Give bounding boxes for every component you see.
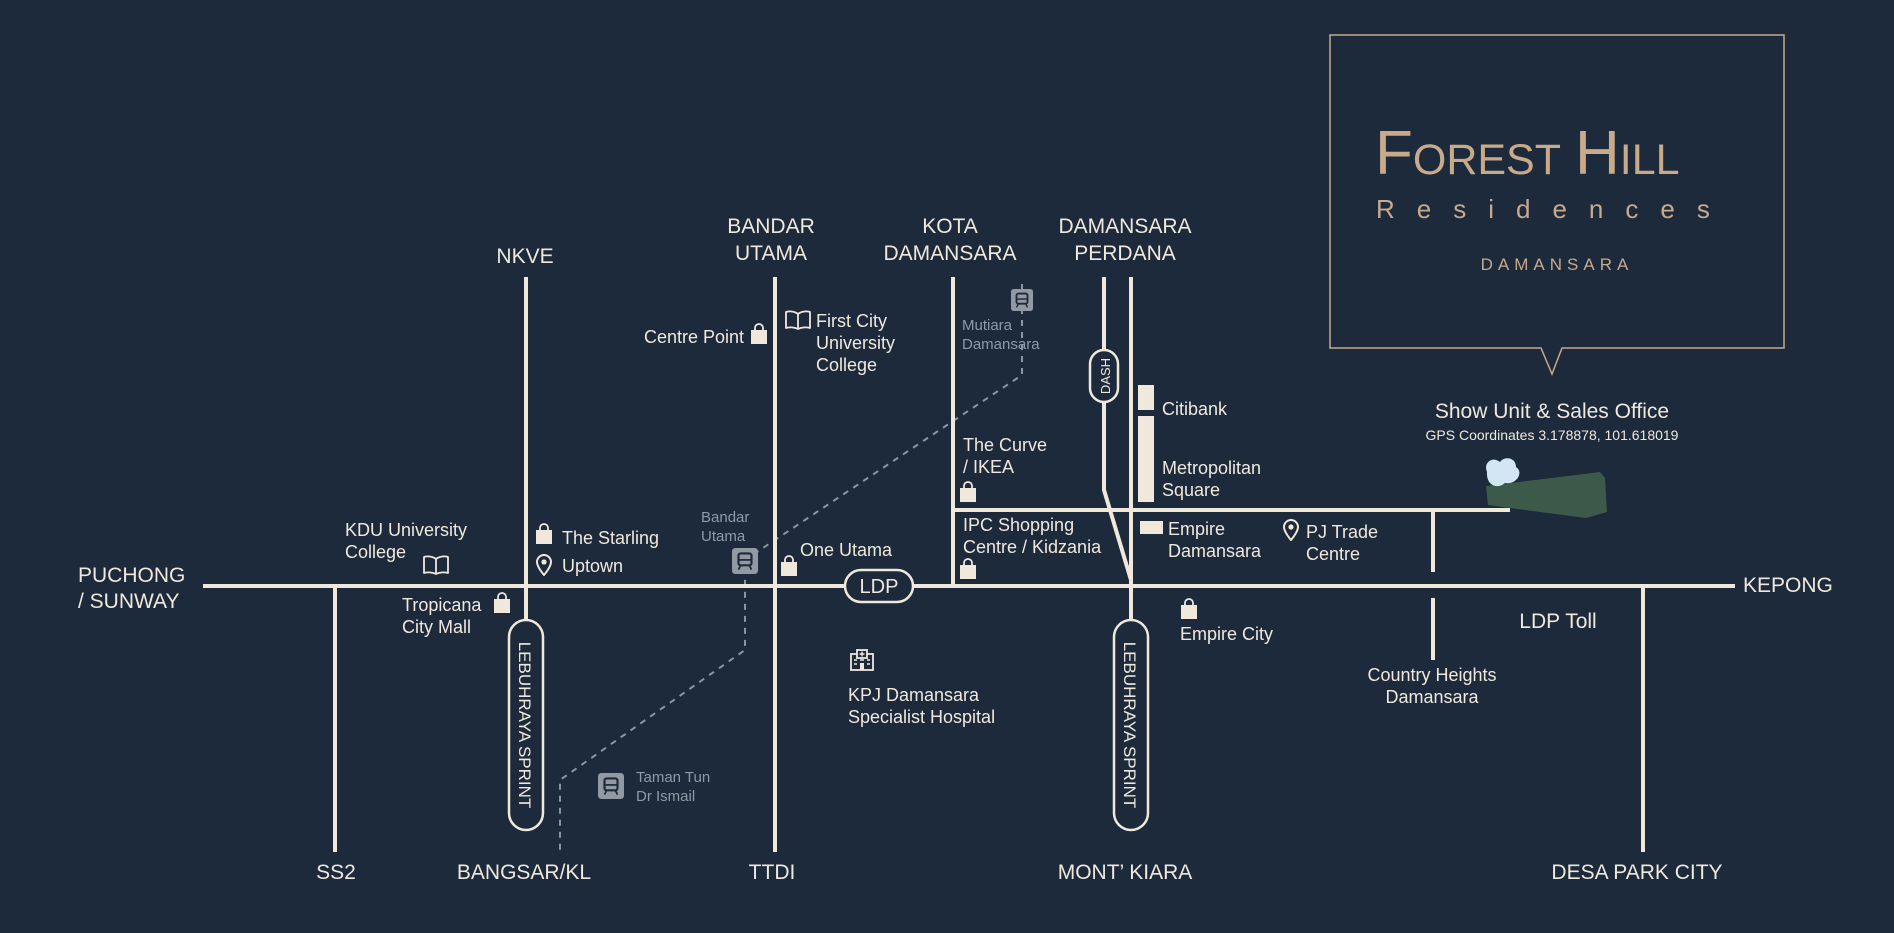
sprint-badge-west: LEBUHRAYA SPRINT — [507, 618, 545, 832]
bangsar-label: BANGSAR/KL — [457, 861, 591, 884]
tropicana-label-1: Tropicana — [402, 595, 482, 615]
ss2-label: SS2 — [316, 861, 356, 884]
metropolitan-label-1: Metropolitan — [1162, 458, 1261, 478]
first-city-label-1: First City — [816, 311, 887, 331]
ldp-toll-label: LDP Toll — [1519, 610, 1596, 633]
uptown-pin-icon — [536, 554, 552, 576]
citibank-label: Citibank — [1162, 399, 1228, 419]
empire-damansara-label-1: Empire — [1168, 519, 1225, 539]
sales-office-title: Show Unit & Sales Office — [1435, 400, 1669, 423]
taman-tun-train-icon — [598, 773, 624, 799]
mont-kiara-label: MONT’ KIARA — [1058, 861, 1193, 884]
kdu-book-icon — [423, 555, 449, 575]
country-heights-label-2: Damansara — [1385, 687, 1479, 707]
ldp-badge: LDP — [843, 568, 915, 604]
empire-damansara-block — [1140, 521, 1163, 534]
ipc-label-2: Centre / Kidzania — [963, 537, 1102, 557]
station-labels: Mutiara Damansara Bandar Utama Taman Tun… — [636, 317, 1040, 805]
puchong-label-1: PUCHONG — [78, 564, 185, 587]
taman-tun-label-2: Dr Ismail — [636, 788, 695, 805]
mutiara-train-icon — [1011, 289, 1033, 311]
first-city-label-2: University — [816, 333, 895, 353]
sales-office: Show Unit & Sales Office GPS Coordinates… — [1426, 400, 1679, 443]
kdu-label-2: College — [345, 542, 406, 562]
ttdi-label: TTDI — [749, 861, 796, 884]
place-labels: KDU University College The Starling Upto… — [345, 311, 1497, 727]
ipc-bag-icon — [959, 558, 977, 580]
bandar-utama-label-2: UTAMA — [735, 242, 807, 265]
kota-damansara-label-1: KOTA — [922, 215, 978, 238]
curve-label-1: The Curve — [963, 435, 1047, 455]
site-marker — [1486, 458, 1607, 518]
kota-damansara-label-2: DAMANSARA — [883, 242, 1016, 265]
first-city-book-icon — [785, 310, 811, 330]
brand-logo: Forest Hill Residences DAMANSARA — [1329, 34, 1785, 377]
damansara-perdana-label-2: PERDANA — [1074, 242, 1176, 265]
map-icons — [423, 289, 1299, 799]
site-lake — [1486, 458, 1520, 487]
dash-badge-shape — [1088, 348, 1120, 404]
uptown-label: Uptown — [562, 556, 623, 576]
brand-name-forest: Forest — [1375, 119, 1561, 188]
tropicana-label-2: City Mall — [402, 617, 471, 637]
ipc-label-1: IPC Shopping — [963, 515, 1074, 535]
road-network — [203, 277, 1735, 852]
pj-trade-pin-icon — [1283, 519, 1299, 541]
pj-trade-label-2: Centre — [1306, 544, 1360, 564]
logo-box — [1329, 34, 1785, 377]
metropolitan-block — [1138, 416, 1154, 502]
dash-badge: DASH — [1088, 348, 1120, 404]
kpj-hospital-icon — [850, 649, 874, 671]
kpj-label-2: Specialist Hospital — [848, 707, 995, 727]
nkve-label: NKVE — [496, 245, 553, 268]
site-land — [1486, 472, 1607, 518]
kdu-label-1: KDU University — [345, 520, 467, 540]
mutiara-label-1: Mutiara — [962, 317, 1013, 334]
one-utama-bag-icon — [780, 555, 798, 577]
bandar-utama-station-label-1: Bandar — [701, 509, 749, 526]
brand-residences: Residences — [1376, 194, 1732, 224]
one-utama-label: One Utama — [800, 540, 893, 560]
country-heights-label-1: Country Heights — [1367, 665, 1496, 685]
mutiara-label-2: Damansara — [962, 336, 1040, 353]
first-city-label-3: College — [816, 355, 877, 375]
sprint-badge-east: LEBUHRAYA SPRINT — [1112, 618, 1150, 832]
curve-bag-icon — [959, 481, 977, 503]
centre-point-label: Centre Point — [644, 327, 744, 347]
sprint-label-west: LEBUHRAYA SPRINT — [515, 642, 534, 809]
pj-trade-label-1: PJ Trade — [1306, 522, 1378, 542]
dash-label: DASH — [1098, 358, 1113, 394]
empire-city-label: Empire City — [1180, 624, 1273, 644]
empire-city-bag-icon — [1180, 598, 1198, 620]
damansara-perdana-label-1: DAMANSARA — [1058, 215, 1191, 238]
brand-name-hill: Hill — [1575, 119, 1680, 188]
tropicana-bag-icon — [493, 592, 511, 614]
brand-location: DAMANSARA — [1481, 255, 1634, 274]
curve-label-2: / IKEA — [963, 457, 1014, 477]
sales-office-gps: GPS Coordinates 3.178878, 101.618019 — [1426, 427, 1679, 443]
dash-road — [1102, 277, 1133, 581]
metropolitan-label-2: Square — [1162, 480, 1220, 500]
ldp-label: LDP — [860, 576, 899, 598]
highway-labels: PUCHONG / SUNWAY KEPONG NKVE BANDAR UTAM… — [78, 215, 1833, 884]
taman-tun-label-1: Taman Tun — [636, 769, 710, 786]
bandar-utama-train-icon — [732, 548, 758, 574]
kepong-label: KEPONG — [1743, 574, 1833, 597]
mrt-line — [559, 284, 1023, 852]
sprint-badge-west-shape — [507, 618, 545, 832]
sprint-label-east: LEBUHRAYA SPRINT — [1120, 642, 1139, 809]
empire-damansara-label-2: Damansara — [1168, 541, 1262, 561]
starling-label: The Starling — [562, 528, 659, 548]
kpj-label-1: KPJ Damansara — [848, 685, 980, 705]
desa-park-label: DESA PARK CITY — [1551, 861, 1722, 884]
citibank-block — [1138, 385, 1154, 410]
centre-point-bag-icon — [750, 323, 768, 345]
ldp-badge-shape — [843, 568, 915, 604]
sprint-badge-east-shape — [1112, 618, 1150, 832]
starling-bag-icon — [535, 523, 553, 545]
bandar-utama-label-1: BANDAR — [727, 215, 815, 238]
puchong-label-2: / SUNWAY — [78, 590, 180, 613]
bandar-utama-station-label-2: Utama — [701, 528, 746, 545]
